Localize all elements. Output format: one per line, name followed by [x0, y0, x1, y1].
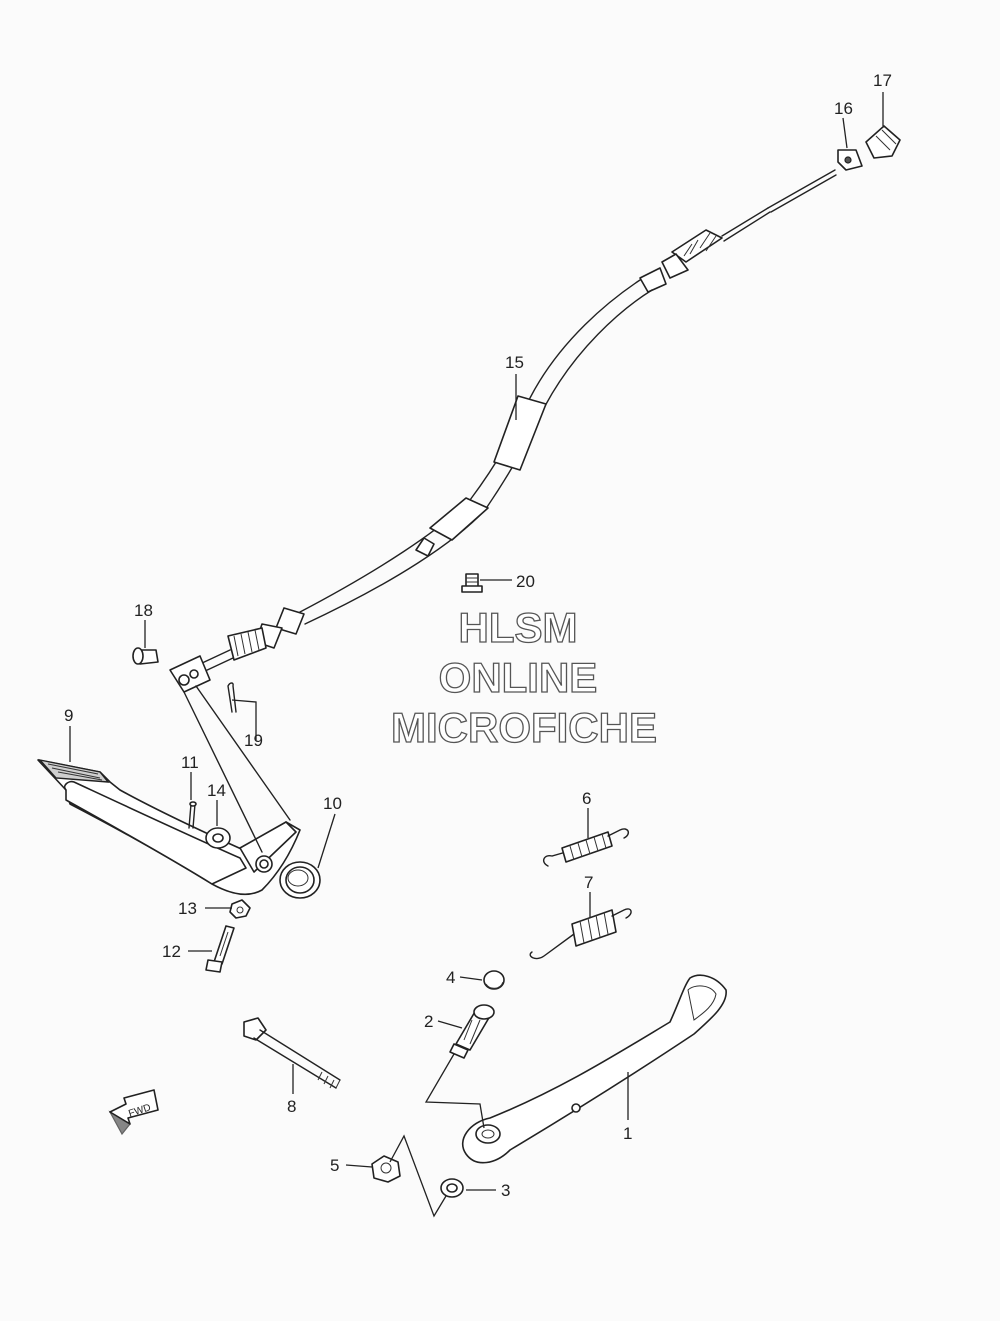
- stand-long-bolt[interactable]: [243, 1017, 341, 1089]
- callout-20: 20: [516, 572, 535, 591]
- assembly-line-bolt: [424, 1053, 485, 1129]
- cable-joint[interactable]: [837, 149, 863, 171]
- callout-4: 4: [446, 968, 455, 987]
- callout-16: 16: [834, 99, 853, 118]
- leader-lines: [69, 92, 884, 1191]
- callout-17: 17: [873, 71, 892, 90]
- callout-2: 2: [424, 1012, 433, 1031]
- spring-6[interactable]: [542, 828, 630, 867]
- cotter-pin[interactable]: [227, 682, 237, 713]
- callout-13: 13: [178, 899, 197, 918]
- clevis-pin[interactable]: [132, 647, 159, 665]
- callout-8: 8: [287, 1097, 296, 1116]
- watermark-line-2: ONLINE: [439, 654, 598, 701]
- nut-13[interactable]: [229, 899, 251, 919]
- fwd-arrow-icon: FWD: [108, 1089, 159, 1136]
- callout-14: 14: [207, 781, 226, 800]
- callout-19: 19: [244, 731, 263, 750]
- callout-7: 7: [584, 873, 593, 892]
- callout-10: 10: [323, 794, 342, 813]
- callout-9: 9: [64, 706, 73, 725]
- pedal-pin[interactable]: [188, 801, 197, 829]
- callout-6: 6: [582, 789, 591, 808]
- callout-3: 3: [501, 1181, 510, 1200]
- stand-nut[interactable]: [371, 1155, 401, 1183]
- washer-14[interactable]: [205, 827, 231, 849]
- callout-11: 11: [181, 753, 199, 772]
- callout-12: 12: [162, 942, 181, 961]
- callout-1: 1: [623, 1124, 632, 1143]
- rubber-cap[interactable]: [483, 970, 505, 990]
- pedal-return-spring[interactable]: [279, 861, 321, 899]
- assembly-line-nut: [389, 1134, 447, 1218]
- callout-18: 18: [134, 601, 153, 620]
- brake-cable[interactable]: [169, 169, 837, 693]
- bolt-20[interactable]: [461, 573, 483, 593]
- adjuster-nut[interactable]: [865, 125, 901, 159]
- callout-15: 15: [505, 353, 524, 372]
- watermark-line-1: HLSM: [459, 604, 578, 651]
- stand-bolt[interactable]: [449, 1004, 495, 1059]
- spring-7[interactable]: [529, 908, 632, 960]
- brake-pedal[interactable]: [37, 685, 301, 896]
- side-stand[interactable]: [461, 974, 727, 1164]
- stand-washer[interactable]: [440, 1178, 464, 1198]
- callout-5: 5: [330, 1156, 339, 1175]
- watermark-line-3: MICROFICHE: [391, 704, 657, 751]
- bolt-12[interactable]: [205, 925, 235, 973]
